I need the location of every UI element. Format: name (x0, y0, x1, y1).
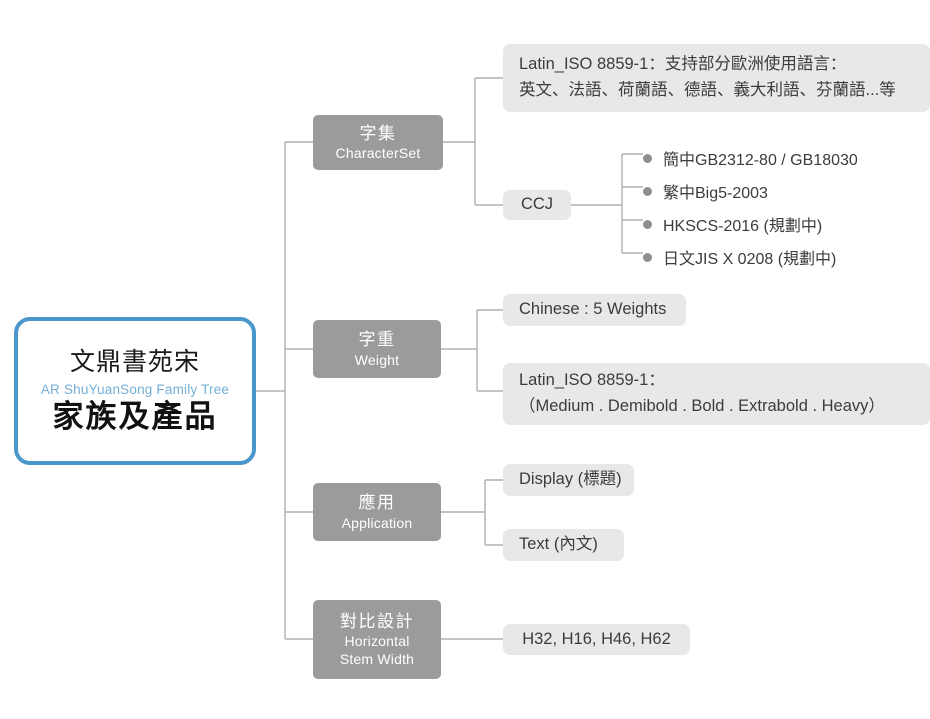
branch-label-en: Application (341, 514, 413, 531)
chip-line: Latin_ISO 8859-1：支持部分歐洲使用語言： (519, 55, 847, 74)
branch-label-cn: 對比設計 (340, 611, 414, 631)
chip-line: Latin_ISO 8859-1： (519, 371, 665, 390)
chip-display[interactable]: Display (標題) (503, 464, 634, 496)
chip-latin-iso-weights[interactable]: Latin_ISO 8859-1： （Medium . Demibold . B… (503, 363, 930, 425)
chip-line: （Medium . Demibold . Bold . Extrabold . … (519, 397, 885, 415)
leaf-item[interactable]: HKSCS-2016 (規劃中) (643, 212, 822, 236)
branch-label-cn: 字重 (358, 330, 396, 350)
chip-line: Text (內文) (519, 535, 598, 554)
root-node[interactable]: 文鼎書苑宋 AR ShuYuanSong Family Tree 家族及產品 (14, 317, 256, 465)
leaf-item[interactable]: 日文JIS X 0208 (規劃中) (643, 245, 836, 269)
leaf-label: 簡中GB2312-80 / GB18030 (663, 152, 858, 169)
bullet-dot (643, 219, 652, 229)
leaf-item[interactable]: 簡中GB2312-80 / GB18030 (643, 146, 858, 170)
branch-label-en2: Stem Width (339, 651, 415, 668)
root-title-cn: 文鼎書苑宋 (69, 347, 200, 376)
chip-latin-iso-languages[interactable]: Latin_ISO 8859-1：支持部分歐洲使用語言： 英文、法語、荷蘭語、德… (503, 44, 930, 112)
leaf-label: 繁中Big5-2003 (663, 185, 768, 202)
branch-node-weight[interactable]: 字重 Weight (313, 320, 441, 378)
leaf-label: 日文JIS X 0208 (規劃中) (663, 251, 837, 268)
branch-node-application[interactable]: 應用 Application (313, 483, 441, 541)
chip-line: 英文、法語、荷蘭語、德語、義大利語、芬蘭語...等 (519, 81, 896, 99)
root-title-main: 家族及產品 (52, 398, 218, 434)
branch-label-en: CharacterSet (335, 145, 421, 162)
chip-stem-widths[interactable]: H32, H16, H46, H62 (503, 624, 690, 655)
chip-text[interactable]: Text (內文) (503, 529, 624, 561)
leaf-label: HKSCS-2016 (規劃中) (663, 218, 823, 235)
bullet-dot (643, 153, 652, 163)
chip-ccj[interactable]: CCJ (503, 190, 571, 220)
chip-line: Chinese : 5 Weights (519, 300, 667, 319)
branch-label-en: Horizontal (344, 632, 410, 649)
chip-line: Display (標題) (519, 470, 622, 489)
bullet-dot (643, 252, 652, 262)
chip-chinese-weights[interactable]: Chinese : 5 Weights (503, 294, 686, 326)
leaf-item[interactable]: 繁中Big5-2003 (643, 179, 768, 203)
branch-node-characterset[interactable]: 字集 CharacterSet (313, 115, 443, 170)
branch-node-stem-width[interactable]: 對比設計 Horizontal Stem Width (313, 600, 441, 679)
branch-label-cn: 應用 (358, 493, 396, 513)
root-subtitle-en: AR ShuYuanSong Family Tree (40, 381, 230, 397)
bullet-dot (643, 186, 652, 196)
branch-label-cn: 字集 (359, 123, 397, 143)
chip-line: CCJ (520, 195, 554, 214)
branch-label-en: Weight (354, 351, 400, 368)
chip-line: H32, H16, H46, H62 (522, 629, 671, 648)
